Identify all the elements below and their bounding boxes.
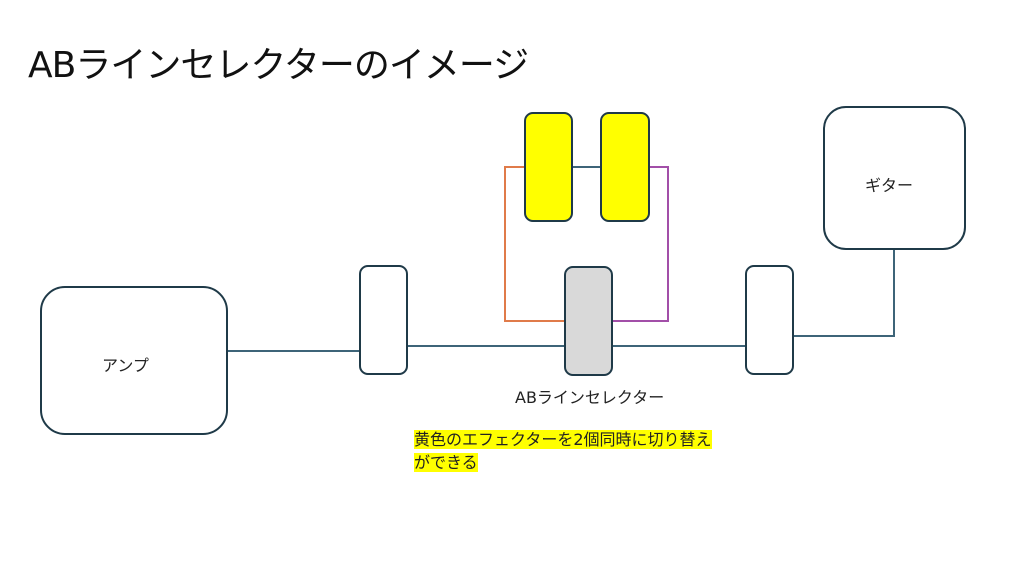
junction-box-left [359, 265, 408, 375]
note-line-2: ができる [414, 453, 478, 472]
ab-selector-box [564, 266, 613, 376]
cable-guitar [789, 249, 895, 337]
cable-loop-b [612, 166, 669, 322]
page-title: ABラインセレクターのイメージ [28, 45, 529, 86]
effector-2 [600, 112, 650, 222]
cable-loop-a [504, 166, 565, 322]
note-line-1: 黄色のエフェクターを2個同時に切り替え [414, 430, 712, 449]
guitar-label: ギター [865, 176, 914, 195]
amp-box [40, 286, 228, 435]
note-text: 黄色のエフェクターを2個同時に切り替え ができる [414, 428, 774, 474]
junction-box-right [745, 265, 794, 375]
amp-label: アンプ [102, 356, 149, 375]
effector-1 [524, 112, 573, 222]
guitar-box [823, 106, 966, 250]
selector-label: ABラインセレクター [515, 388, 665, 407]
